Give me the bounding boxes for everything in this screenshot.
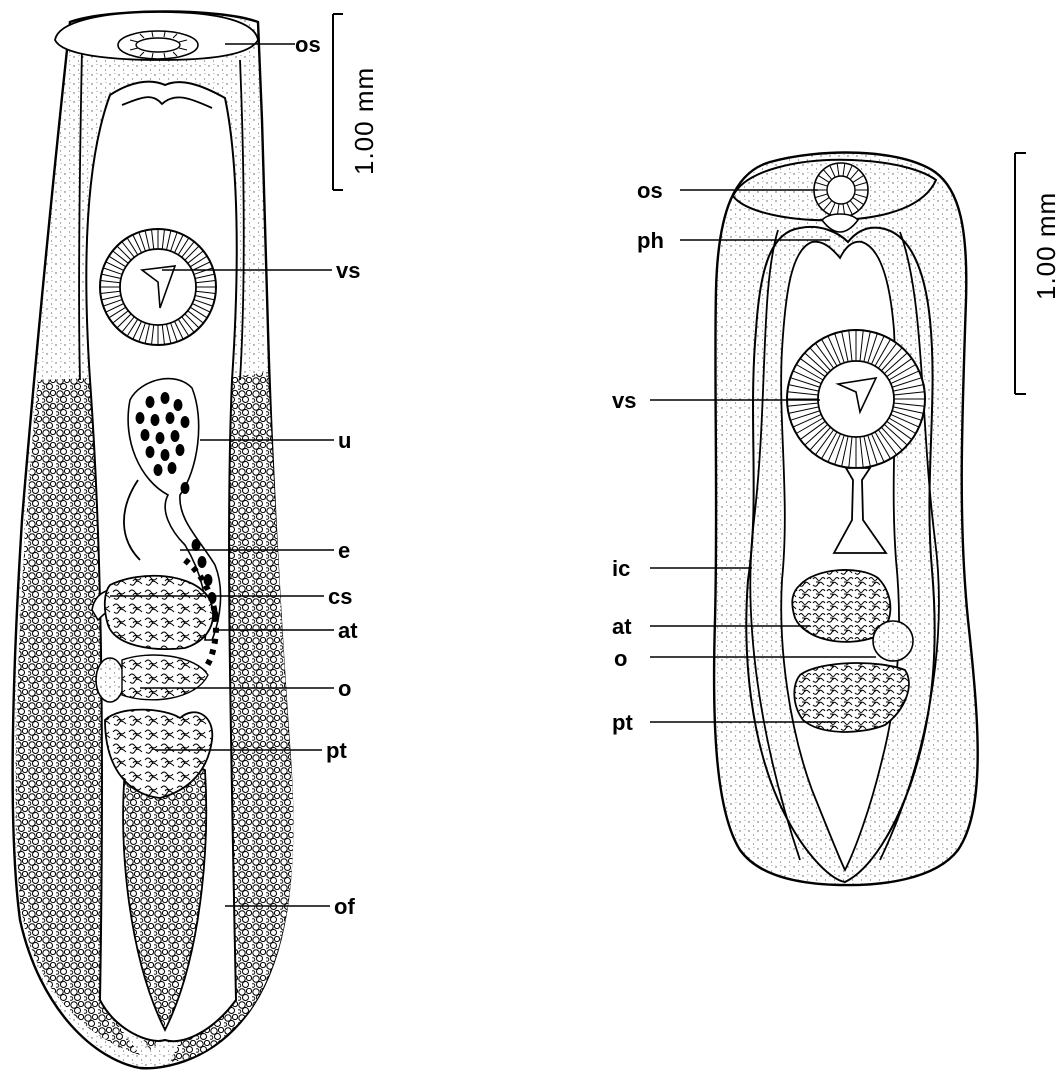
egg (141, 429, 150, 441)
left-scale-bar: 1.00 mm (333, 14, 379, 190)
egg (168, 462, 177, 474)
left-label-e: e (338, 538, 350, 563)
right-specimen: os ph vs ic at o pt 1.00 mm (612, 153, 1060, 886)
egg (181, 416, 190, 428)
left-ovary (96, 658, 124, 702)
right-label-ic: ic (612, 556, 630, 581)
egg (174, 399, 183, 411)
left-scale-label: 1.00 mm (349, 67, 379, 175)
right-label-os: os (637, 178, 663, 203)
egg (161, 449, 170, 461)
left-label-of: of (334, 894, 355, 919)
egg (156, 432, 165, 444)
left-specimen: os vs u e cs at o pt of 1.00 mm (13, 12, 379, 1069)
right-label-ph: ph (637, 228, 664, 253)
left-label-at: at (338, 618, 358, 643)
egg (198, 556, 207, 568)
egg (151, 414, 160, 426)
right-label-at: at (612, 614, 632, 639)
left-label-cs: cs (328, 584, 352, 609)
egg (171, 430, 180, 442)
left-anterior-testis (105, 576, 213, 649)
left-label-os: os (295, 32, 321, 57)
left-label-vs: vs (336, 258, 360, 283)
egg (161, 392, 170, 404)
right-label-pt: pt (612, 710, 633, 735)
egg (166, 412, 175, 424)
egg (146, 446, 155, 458)
left-label-u: u (338, 428, 351, 453)
right-label-vs: vs (612, 388, 636, 413)
egg (154, 464, 163, 476)
right-ovary (873, 621, 913, 661)
left-label-o: o (338, 676, 351, 701)
right-scale-bar: 1.00 mm (1015, 153, 1060, 394)
egg (181, 482, 190, 494)
left-label-pt: pt (326, 738, 347, 763)
right-label-o: o (614, 646, 627, 671)
egg (136, 412, 145, 424)
egg (146, 396, 155, 408)
egg (176, 444, 185, 456)
right-scale-label: 1.00 mm (1031, 192, 1060, 300)
